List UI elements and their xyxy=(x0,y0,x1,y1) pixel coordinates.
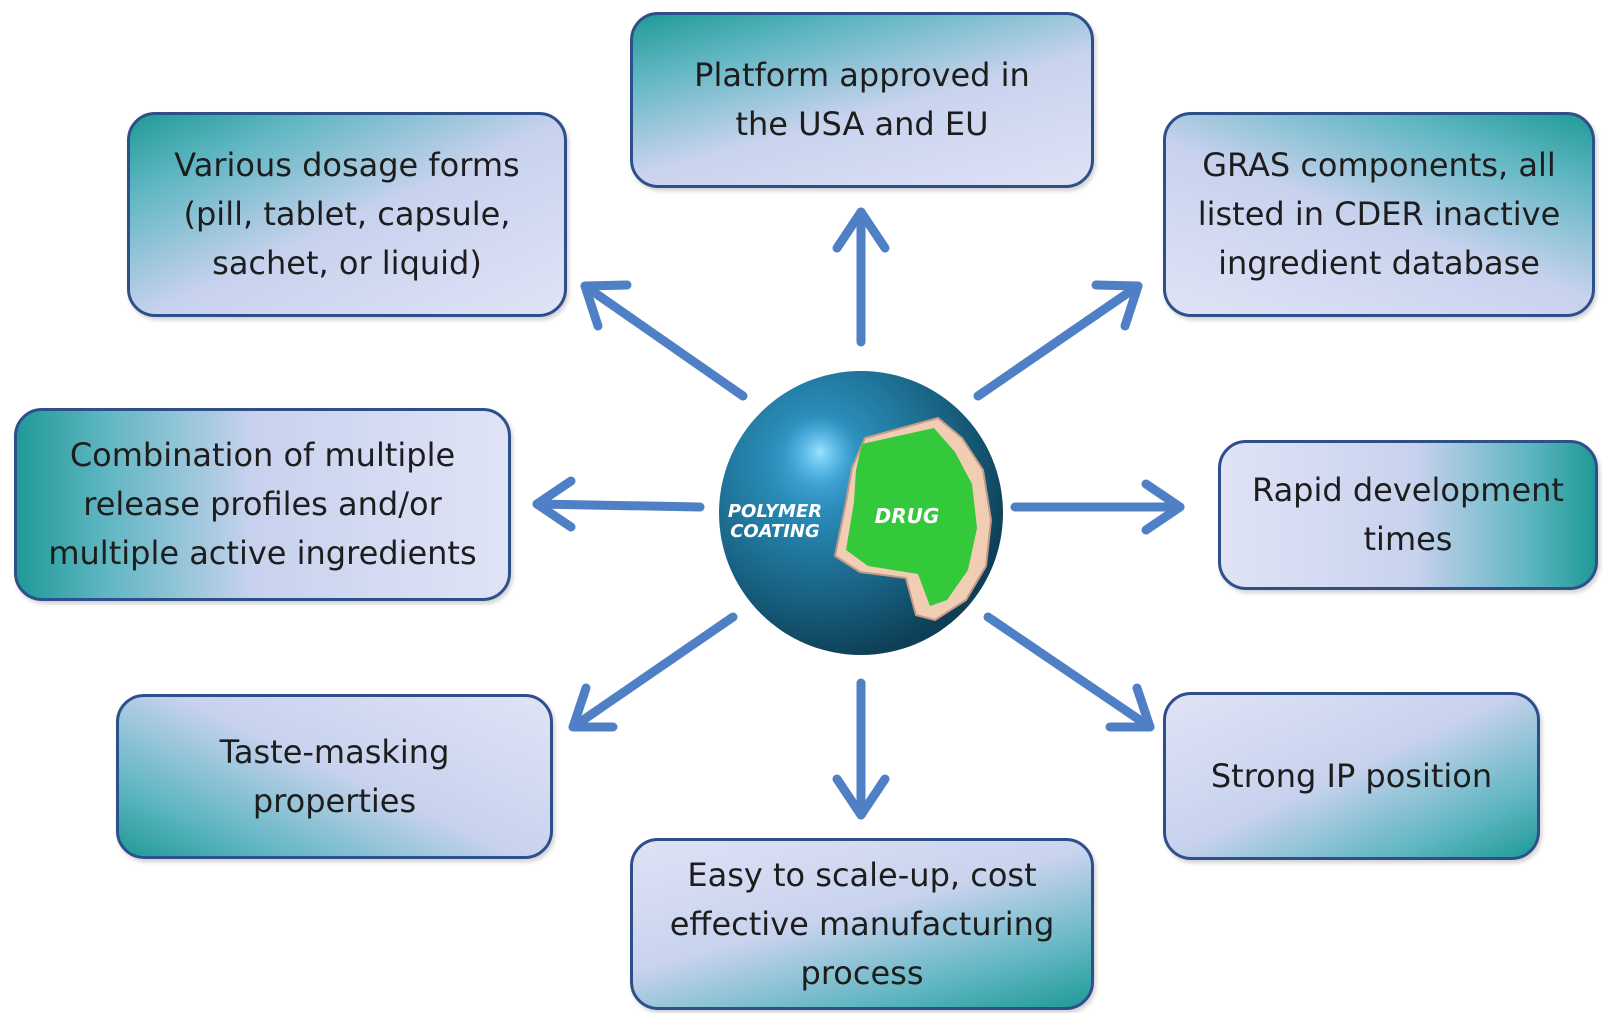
drug-label: DRUG xyxy=(875,504,940,528)
benefit-text-approval: Platform approved in the USA and EU xyxy=(694,56,1030,143)
benefit-text-manufacturing: Easy to scale-up, cost effective manufac… xyxy=(669,855,1055,992)
benefit-box-ip-position: Strong IP position xyxy=(1163,692,1540,860)
benefit-text-gras: GRAS components, all listed in CDER inac… xyxy=(1197,146,1561,282)
benefit-text-rapid-development: Rapid development times xyxy=(1252,471,1564,558)
benefit-text-dosage-forms: Various dosage forms (pill, tablet, caps… xyxy=(174,146,520,282)
arrow-up xyxy=(832,207,890,347)
polymer-coating-label-line2: COATING xyxy=(730,521,820,542)
benefit-box-dosage-forms: Various dosage forms (pill, tablet, caps… xyxy=(127,112,567,317)
benefit-box-manufacturing: Easy to scale-up, cost effective manufac… xyxy=(630,838,1094,1010)
arrow-up-left xyxy=(580,280,748,401)
benefit-box-gras: GRAS components, all listed in CDER inac… xyxy=(1163,112,1595,317)
benefit-box-taste-masking: Taste-masking properties xyxy=(116,694,553,859)
arrow-left xyxy=(532,476,705,532)
arrow-up-right xyxy=(973,280,1143,401)
drug-core xyxy=(846,428,977,606)
arrow-down-right xyxy=(983,612,1155,732)
arrow-down-left xyxy=(568,612,738,732)
benefit-box-combination: Combination of multiple release profiles… xyxy=(14,408,511,601)
arrow-down xyxy=(832,678,890,820)
arrow-right xyxy=(1010,479,1185,535)
benefit-text-combination: Combination of multiple release profiles… xyxy=(48,436,477,572)
polymer-coating-label-line1: POLYMER xyxy=(728,501,822,522)
sphere-highlight xyxy=(784,416,856,488)
benefit-text-taste-masking: Taste-masking properties xyxy=(219,732,450,820)
benefit-text-ip-position: Strong IP position xyxy=(1210,756,1493,795)
benefit-box-rapid-development: Rapid development times xyxy=(1218,440,1598,590)
coated-drug-particle: POLYMER COATING DRUG xyxy=(719,371,1003,655)
benefit-box-approval: Platform approved in the USA and EU xyxy=(630,12,1094,188)
